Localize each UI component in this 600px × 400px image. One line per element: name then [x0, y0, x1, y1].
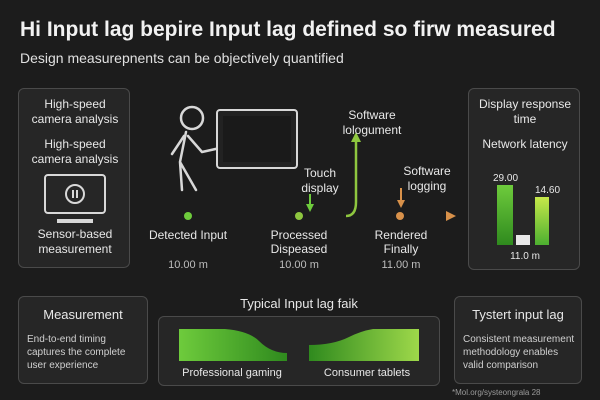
- input-lag-title: Tystert input lag: [472, 307, 564, 322]
- professional-gaming-label: Professional gaming: [182, 367, 282, 379]
- input-lag-panel: Tystert input lag Consistent measurement…: [454, 296, 582, 384]
- measurement-title: Measurement: [43, 307, 123, 322]
- bar-left: [497, 185, 513, 245]
- screen-icon: [216, 109, 298, 169]
- stage-node-processed: [295, 212, 303, 220]
- pipeline-diagram: [140, 90, 460, 230]
- page-title: Hi Input lag bepire Input lag defined so…: [20, 18, 556, 41]
- bar-middle: [516, 235, 530, 245]
- bar-label-bottom: 11.0 m: [510, 251, 540, 262]
- bar-label-left: 29.00: [493, 173, 519, 184]
- software-top-label: Software lologument: [342, 108, 402, 137]
- stage-rendered-time: 11.00 m: [381, 259, 421, 271]
- measurement-body: End-to-end timing captures the complete …: [27, 334, 126, 371]
- typical-lag-panel: Professional gaming Consumer tablets: [158, 316, 440, 386]
- stage-node-rendered: [396, 212, 404, 220]
- stage-processed-label: Processed Dispeased: [270, 228, 328, 256]
- left-panel-label-2: High-speed camera analysis: [31, 137, 119, 166]
- camera-monitor-icon: [43, 173, 107, 227]
- software-logging-label: Software logging: [403, 164, 451, 193]
- touch-display-label: Touch display: [301, 166, 339, 195]
- stage-processed-time: 10.00 m: [279, 259, 319, 271]
- person-figure-icon: [170, 105, 222, 192]
- consumer-tablets-label: Consumer tablets: [323, 367, 411, 379]
- bar-label-right: 14.60: [535, 185, 561, 196]
- stage-node-detected: [184, 212, 192, 220]
- professional-gaming-chart: [179, 327, 287, 361]
- consumer-tablets-chart: [309, 327, 419, 361]
- stage-detected-time: 10.00 m: [168, 259, 208, 271]
- right-panel-label-1: Display response time: [478, 97, 572, 126]
- bar-right: [535, 197, 549, 245]
- left-panel-label-1: High-speed camera analysis: [31, 97, 119, 126]
- left-panel-label-3: Sensor-based measurement: [37, 227, 113, 256]
- footer-source: *Mol.org/systeongrala 28: [452, 388, 541, 397]
- measurement-panel: Measurement End-to-end timing captures t…: [18, 296, 148, 384]
- stage-detected-label: Detected Input: [148, 228, 228, 242]
- left-measurement-panel: High-speed camera analysis High-speed ca…: [18, 88, 130, 268]
- right-panel-label-2: Network latency: [482, 137, 568, 151]
- input-lag-body: Consistent measurement methodology enabl…: [463, 334, 575, 371]
- typical-lag-title: Typical Input lag faik: [240, 296, 358, 311]
- right-metrics-panel: Display response time Network latency 29…: [468, 88, 580, 270]
- page-subtitle: Design measurepnents can be objectively …: [20, 50, 344, 66]
- stage-rendered-label: Rendered Finally: [374, 228, 428, 256]
